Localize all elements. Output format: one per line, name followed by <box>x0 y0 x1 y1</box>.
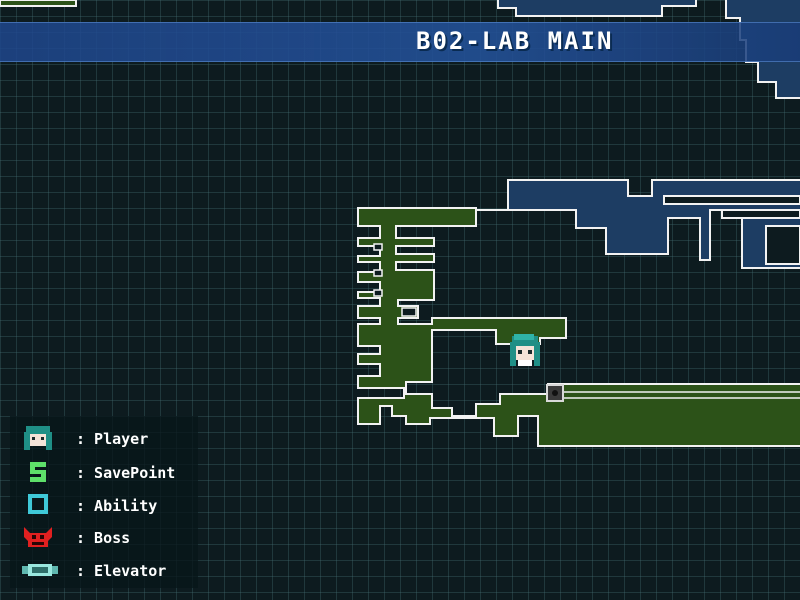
savepoint-icon <box>20 458 60 486</box>
legend-label-player: : Player <box>76 430 149 448</box>
map-room-explored-main <box>357 207 800 447</box>
legend-label-boss: : Boss <box>76 529 131 547</box>
legend-item-ability: : Ability <box>20 491 200 519</box>
map-room-fragment-top-left <box>0 0 77 7</box>
area-banner <box>0 22 800 62</box>
legend-item-player: : Player <box>20 424 200 452</box>
legend-label-savepoint: : SavePoint <box>76 464 176 482</box>
area-title: B02-LAB MAIN <box>416 27 614 55</box>
map-gap-mid <box>401 307 417 317</box>
map-room-unexplored-top <box>497 0 697 17</box>
item-box-icon <box>546 384 564 402</box>
player-icon <box>20 424 60 452</box>
map-room-unexplored-inner <box>663 195 800 265</box>
boss-icon <box>20 523 60 551</box>
map-corridor-line <box>561 391 800 399</box>
legend-panel: : Player : SavePoint : Ability <box>10 416 198 588</box>
map-gap-upper <box>373 243 383 297</box>
legend-label-ability: : Ability <box>76 497 158 515</box>
legend-item-boss: : Boss <box>20 523 200 551</box>
elevator-icon <box>20 556 60 584</box>
ability-icon <box>20 491 60 519</box>
player-icon <box>504 330 546 370</box>
map-room-unexplored-corridor <box>476 179 800 269</box>
legend-item-elevator: : Elevator <box>20 556 200 584</box>
legend-label-elevator: : Elevator <box>76 562 167 580</box>
legend-item-savepoint: : SavePoint <box>20 458 200 486</box>
